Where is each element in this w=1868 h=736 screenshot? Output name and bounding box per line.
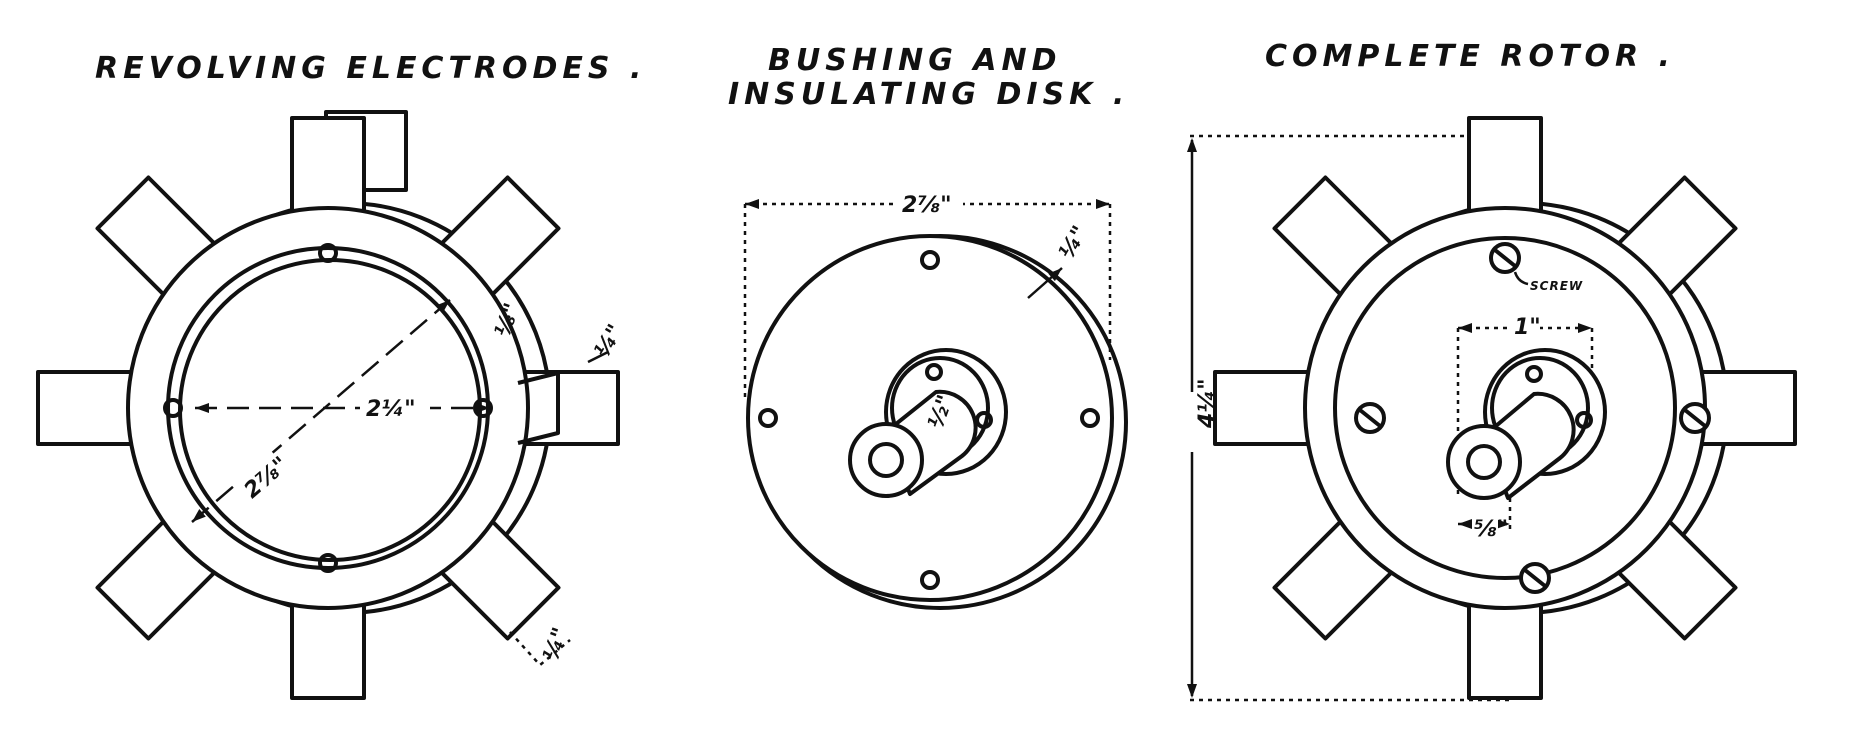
tooth-thickness-dimension: ¼" <box>587 320 629 364</box>
complete-rotor-figure: COMPLETE ROTOR . 4¼" <box>1178 39 1797 702</box>
screw-top <box>1489 242 1521 274</box>
electrode-wheel <box>36 116 620 700</box>
bushing: ½" <box>848 348 1008 498</box>
tooth-width-dimension: ¼" <box>509 624 574 667</box>
dimension-one-inch: 1" <box>1514 315 1541 340</box>
svg-text:¼": ¼" <box>1054 222 1093 264</box>
svg-text:¼": ¼" <box>539 624 574 665</box>
electrode-outer-diameter-dimension: 2⅞" <box>188 296 454 526</box>
screw-left <box>1354 402 1386 434</box>
shaft-diameter-dimension: ⅝" <box>1458 498 1512 544</box>
bushing-title-line1: BUSHING AND <box>768 43 1062 78</box>
electrode-inner-diameter-dimension: 2¼" <box>195 390 490 424</box>
revolving-electrodes-figure: REVOLVING ELECTRODES . <box>36 51 646 700</box>
bushing-disk-figure: BUSHING AND INSULATING DISK . 2⅞" ¼" <box>728 43 1129 610</box>
dimension-five-eighths: ⅝" <box>1474 517 1508 542</box>
rotor-screws: SCREW <box>1354 242 1711 594</box>
disk-diameter-dimension: 2⅞" <box>743 184 1112 400</box>
dimension-disk-2-seven-eighths: 2⅞" <box>902 193 952 218</box>
revolving-electrodes-title: REVOLVING ELECTRODES . <box>95 51 646 86</box>
bushing-title-line2: INSULATING DISK . <box>728 77 1129 112</box>
svg-text:¼": ¼" <box>590 320 629 362</box>
rotor-bushing <box>1446 348 1607 500</box>
complete-rotor-title: COMPLETE ROTOR . <box>1265 39 1675 74</box>
screw-right <box>1679 402 1711 434</box>
screw-label: SCREW <box>1530 279 1583 293</box>
dimension-2-quarter: 2¼" <box>366 397 416 422</box>
screw-bottom <box>1519 562 1551 594</box>
bushing-width-dimension: 1" <box>1456 310 1594 498</box>
